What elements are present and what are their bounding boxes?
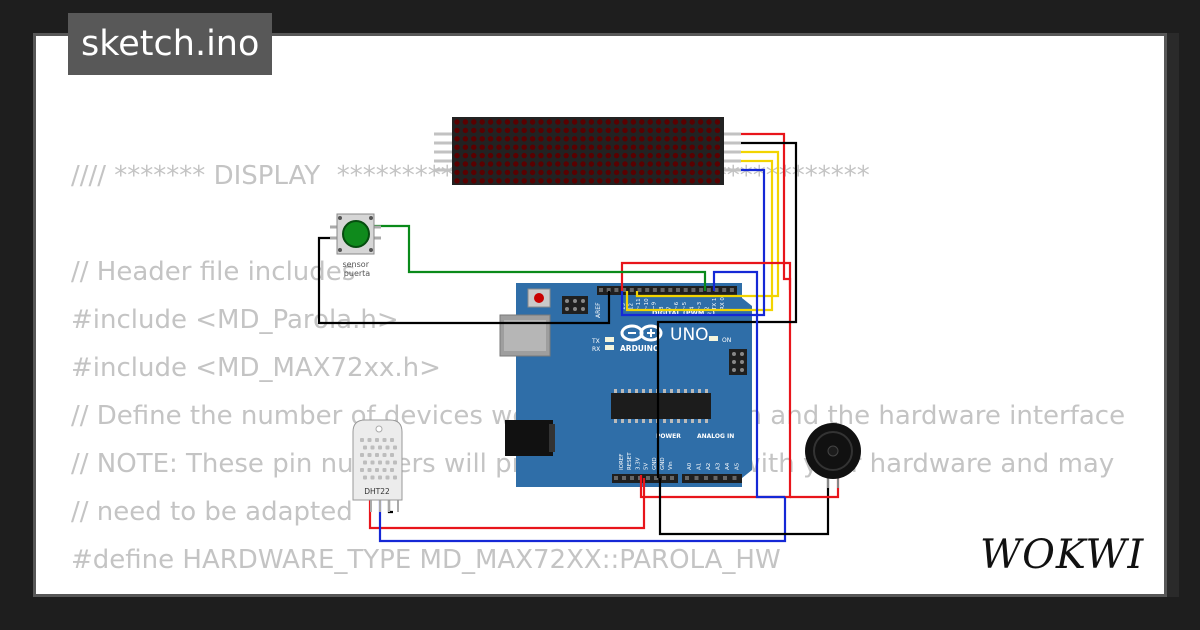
- digital-pin-label: 13: [621, 303, 627, 310]
- power-pin-label: Vin: [668, 461, 674, 470]
- code-background: //// ******* DISPLAY *******************…: [71, 152, 1131, 594]
- arduino-logo: [620, 324, 663, 342]
- wire-matrix-din: [635, 150, 780, 298]
- digital-pin-label: 2: [705, 307, 711, 311]
- power-pin-label: IOREF: [619, 454, 625, 470]
- power-label: POWER: [656, 433, 681, 440]
- analog-pin-label: A2: [706, 463, 712, 470]
- code-line: // need to be adapted: [71, 497, 353, 527]
- wire-dht-data: [378, 497, 787, 543]
- wire-dht-vcc: [368, 478, 646, 530]
- matrix-left-pins: [434, 132, 452, 172]
- power-pin-label: 5V: [644, 463, 650, 470]
- code-line: #include <MD_MAX72xx.h>: [71, 353, 441, 383]
- aref-label: AREF: [595, 302, 602, 318]
- analog-pin-label: A4: [725, 462, 731, 470]
- wire-red-digital: [620, 261, 792, 291]
- icsp-header-top: [562, 296, 588, 314]
- dht-label: DHT22: [364, 487, 390, 496]
- rx-label: RX: [592, 346, 600, 353]
- power-jack: [505, 420, 553, 456]
- digital-pin-label: 8: [659, 306, 665, 310]
- digital-pin-label: ~10: [644, 298, 650, 310]
- board-name: UNO: [670, 325, 709, 345]
- tx-label: TX: [591, 338, 600, 345]
- code-line: #define HARDWARE_TYPE MD_MAX72XX::PAROLA…: [71, 545, 781, 575]
- wokwi-brand-text: WOKWI: [980, 532, 1144, 578]
- on-label: ON: [722, 337, 731, 344]
- digital-pin-label: RX 0: [720, 297, 726, 310]
- wire-button-gnd: [317, 236, 611, 325]
- wire-buzzer-gnd: [658, 478, 830, 536]
- digital-pin-label: ~9: [651, 301, 657, 310]
- digital-label: DIGITAL (PWM ~): [652, 309, 715, 317]
- scrollbar[interactable]: [1167, 33, 1179, 597]
- digital-header[interactable]: [597, 286, 737, 295]
- led-matrix[interactable]: [434, 117, 741, 185]
- power-pin-label: GND: [652, 457, 658, 470]
- analog-pin-label: A3: [716, 462, 722, 470]
- push-button-sensor-puerta[interactable]: sensor puerta: [330, 213, 381, 278]
- analog-pin-label: A0: [687, 462, 693, 470]
- file-title-tab[interactable]: sketch.ino: [68, 13, 273, 75]
- digital-pin-label: ~3: [697, 301, 703, 310]
- wire-buzzer-vcc: [790, 478, 840, 499]
- analog-header[interactable]: [682, 474, 742, 483]
- dht22-sensor[interactable]: DHT22: [352, 419, 403, 512]
- power-pin-label: RESET: [627, 452, 633, 470]
- wire-matrix-cs: [625, 159, 774, 312]
- wires: [317, 132, 840, 543]
- wire-matrix-clk: [620, 168, 766, 317]
- board-brand: ARDUINO: [620, 344, 659, 353]
- digital-pin-label: 4: [689, 306, 695, 310]
- digital-pin-label: 7: [667, 306, 673, 310]
- digital-pin-label: ~5: [682, 301, 688, 310]
- matrix-leds: [454, 119, 721, 184]
- wire-button-signal: [374, 224, 707, 291]
- digital-pin-label: ~6: [674, 301, 680, 310]
- wokwi-logo: WOKWI: [980, 532, 1144, 578]
- power-pin-label: GND: [660, 457, 666, 470]
- wire-blue-digital: [712, 270, 785, 499]
- code-line: #include <MD_Parola.h>: [71, 305, 399, 335]
- power-pin-label: 3.3V: [635, 457, 641, 470]
- analog-pin-label: A1: [697, 463, 703, 470]
- code-line: #define MAX_DEVICES 4 // Define the numb…: [71, 584, 1131, 594]
- digital-pin-label: ~11: [636, 298, 642, 310]
- icsp-header-right: [729, 349, 747, 375]
- matrix-right-pins: [723, 132, 741, 172]
- analog-label: ANALOG IN: [697, 433, 734, 440]
- code-line: // Header file includes: [71, 257, 356, 287]
- buzzer[interactable]: [805, 423, 861, 488]
- digital-pin-label: 12: [629, 303, 635, 310]
- button-label: sensor puerta: [342, 260, 371, 278]
- atmega-chip: [611, 389, 711, 423]
- wire-matrix-gnd: [656, 141, 798, 478]
- digital-pin-label: TX 1: [712, 298, 718, 311]
- analog-pin-label: A5: [735, 462, 741, 470]
